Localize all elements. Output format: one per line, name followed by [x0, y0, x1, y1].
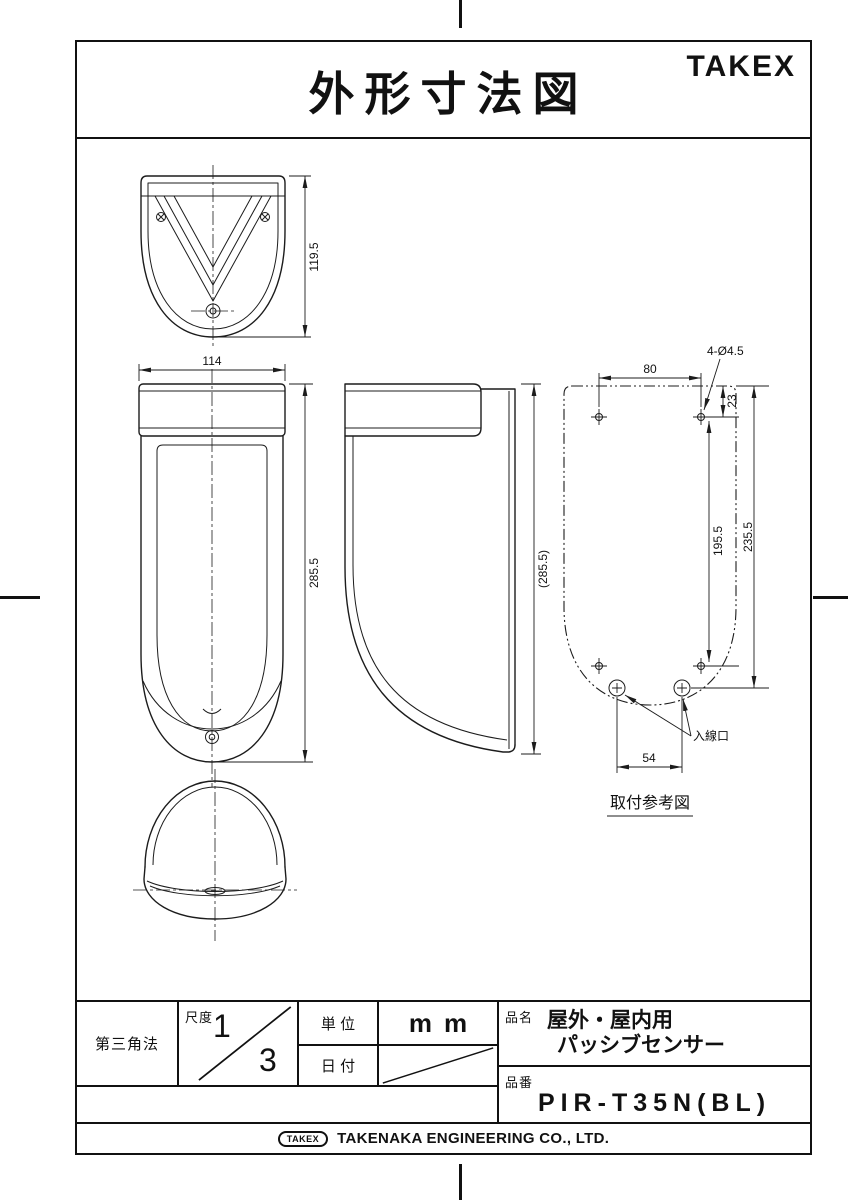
dim-23: 23 [709, 386, 739, 418]
mount-view-title: 取付参考図 [610, 794, 690, 812]
mount-hole-bottom-right [693, 658, 709, 674]
dim-114: 114 [138, 354, 286, 381]
part-number-value: PIR-T35N(BL) [537, 1089, 772, 1117]
dim-text-holes: 4-Ø4.5 [707, 344, 744, 358]
unit-label-cell: 単 位 [297, 1002, 377, 1046]
page-title: 外形寸法図 [308, 68, 589, 120]
dim-80: 80 [598, 362, 702, 407]
dim-119-5: 119.5 [218, 175, 321, 338]
unit-value: mm [408, 1007, 480, 1038]
bottom-view [133, 769, 297, 941]
drawing-frame: 外形寸法図 TAKEX [75, 40, 812, 1155]
product-name-cell: 品名 屋外・屋内用 パッシブセンサー [497, 1002, 810, 1067]
wire-entry-left [608, 679, 626, 697]
entry-label-text: 入線口 [693, 728, 729, 743]
date-label-cell: 日 付 [297, 1046, 377, 1087]
unit-value-cell: mm [377, 1002, 497, 1046]
dim-text-285-5: 285.5 [307, 558, 321, 588]
part-number-label: 品番 [505, 1075, 534, 1090]
register-mark-bottom [459, 1164, 462, 1200]
dimension-drawings: 119.5 114 [133, 165, 769, 941]
dim-text-285-5-ref: (285.5) [536, 550, 550, 588]
title-bar: 外形寸法図 TAKEX [77, 42, 810, 139]
scale-numerator: 1 [213, 1008, 231, 1044]
scale-slash [198, 1006, 292, 1081]
wire-entry-label: 入線口 [624, 694, 729, 743]
front-view: 114 285.5 [138, 354, 321, 787]
dim-text-195-5: 195.5 [711, 526, 725, 556]
scale-label: 尺度 [185, 1010, 214, 1025]
title-block-top-rule [77, 1000, 810, 1002]
screw-top-left [156, 212, 166, 222]
date-value-cell [377, 1046, 497, 1087]
dim-text-80: 80 [643, 362, 657, 376]
product-name-line2: パッシブセンサー [557, 1034, 725, 1057]
bottom-detail [204, 887, 226, 895]
dim-text-54: 54 [642, 751, 656, 765]
screw-bottom-center [205, 303, 221, 319]
dim-285-5-ref: (285.5) [521, 383, 550, 755]
mount-hole-top-left [591, 409, 607, 425]
dim-text-23: 23 [725, 394, 739, 408]
company-name: TAKENAKA ENGINEERING CO., LTD. [337, 1130, 610, 1147]
screw-front-bottom [205, 730, 219, 744]
product-name-line1: 屋外・屋内用 [547, 1009, 673, 1032]
dim-195-5: 195.5 [706, 421, 739, 667]
screw-top-right [260, 212, 270, 222]
scale-cell: 尺度 1 3 [177, 1002, 297, 1087]
mount-hole-top-right [693, 409, 709, 425]
part-number-cell: 品番 PIR-T35N(BL) [497, 1067, 810, 1122]
mount-view: 80 4-Ø4.5 23 195.5 [563, 344, 769, 817]
callout-holes: 4-Ø4.5 [703, 344, 744, 411]
company-strip: TAKEX TAKENAKA ENGINEERING CO., LTD. [77, 1122, 810, 1153]
register-mark-right [813, 596, 848, 599]
product-name-label: 品名 [505, 1010, 534, 1025]
top-view: 119.5 [140, 165, 321, 349]
dim-285-5: 285.5 [218, 383, 321, 763]
dim-54: 54 [616, 697, 683, 773]
dim-235-5: 235.5 [691, 385, 769, 689]
date-blank-slash [382, 1047, 494, 1084]
mount-hole-bottom-left [591, 658, 607, 674]
dim-text-235-5: 235.5 [741, 522, 755, 552]
side-view: (285.5) [344, 383, 550, 755]
dim-text-114: 114 [202, 354, 221, 368]
takex-logo: TAKEX [686, 50, 796, 83]
takex-logo-small: TAKEX [277, 1130, 329, 1147]
register-mark-left [0, 596, 40, 599]
projection-label: 第三角法 [94, 1036, 159, 1053]
unit-label: 単 位 [320, 1015, 356, 1033]
register-mark-top [459, 0, 462, 28]
wire-entry-right [673, 679, 691, 697]
projection-cell: 第三角法 [77, 1002, 177, 1087]
date-label: 日 付 [320, 1058, 356, 1075]
dim-text-119-5: 119.5 [307, 242, 321, 271]
scale-denominator: 3 [259, 1042, 277, 1078]
